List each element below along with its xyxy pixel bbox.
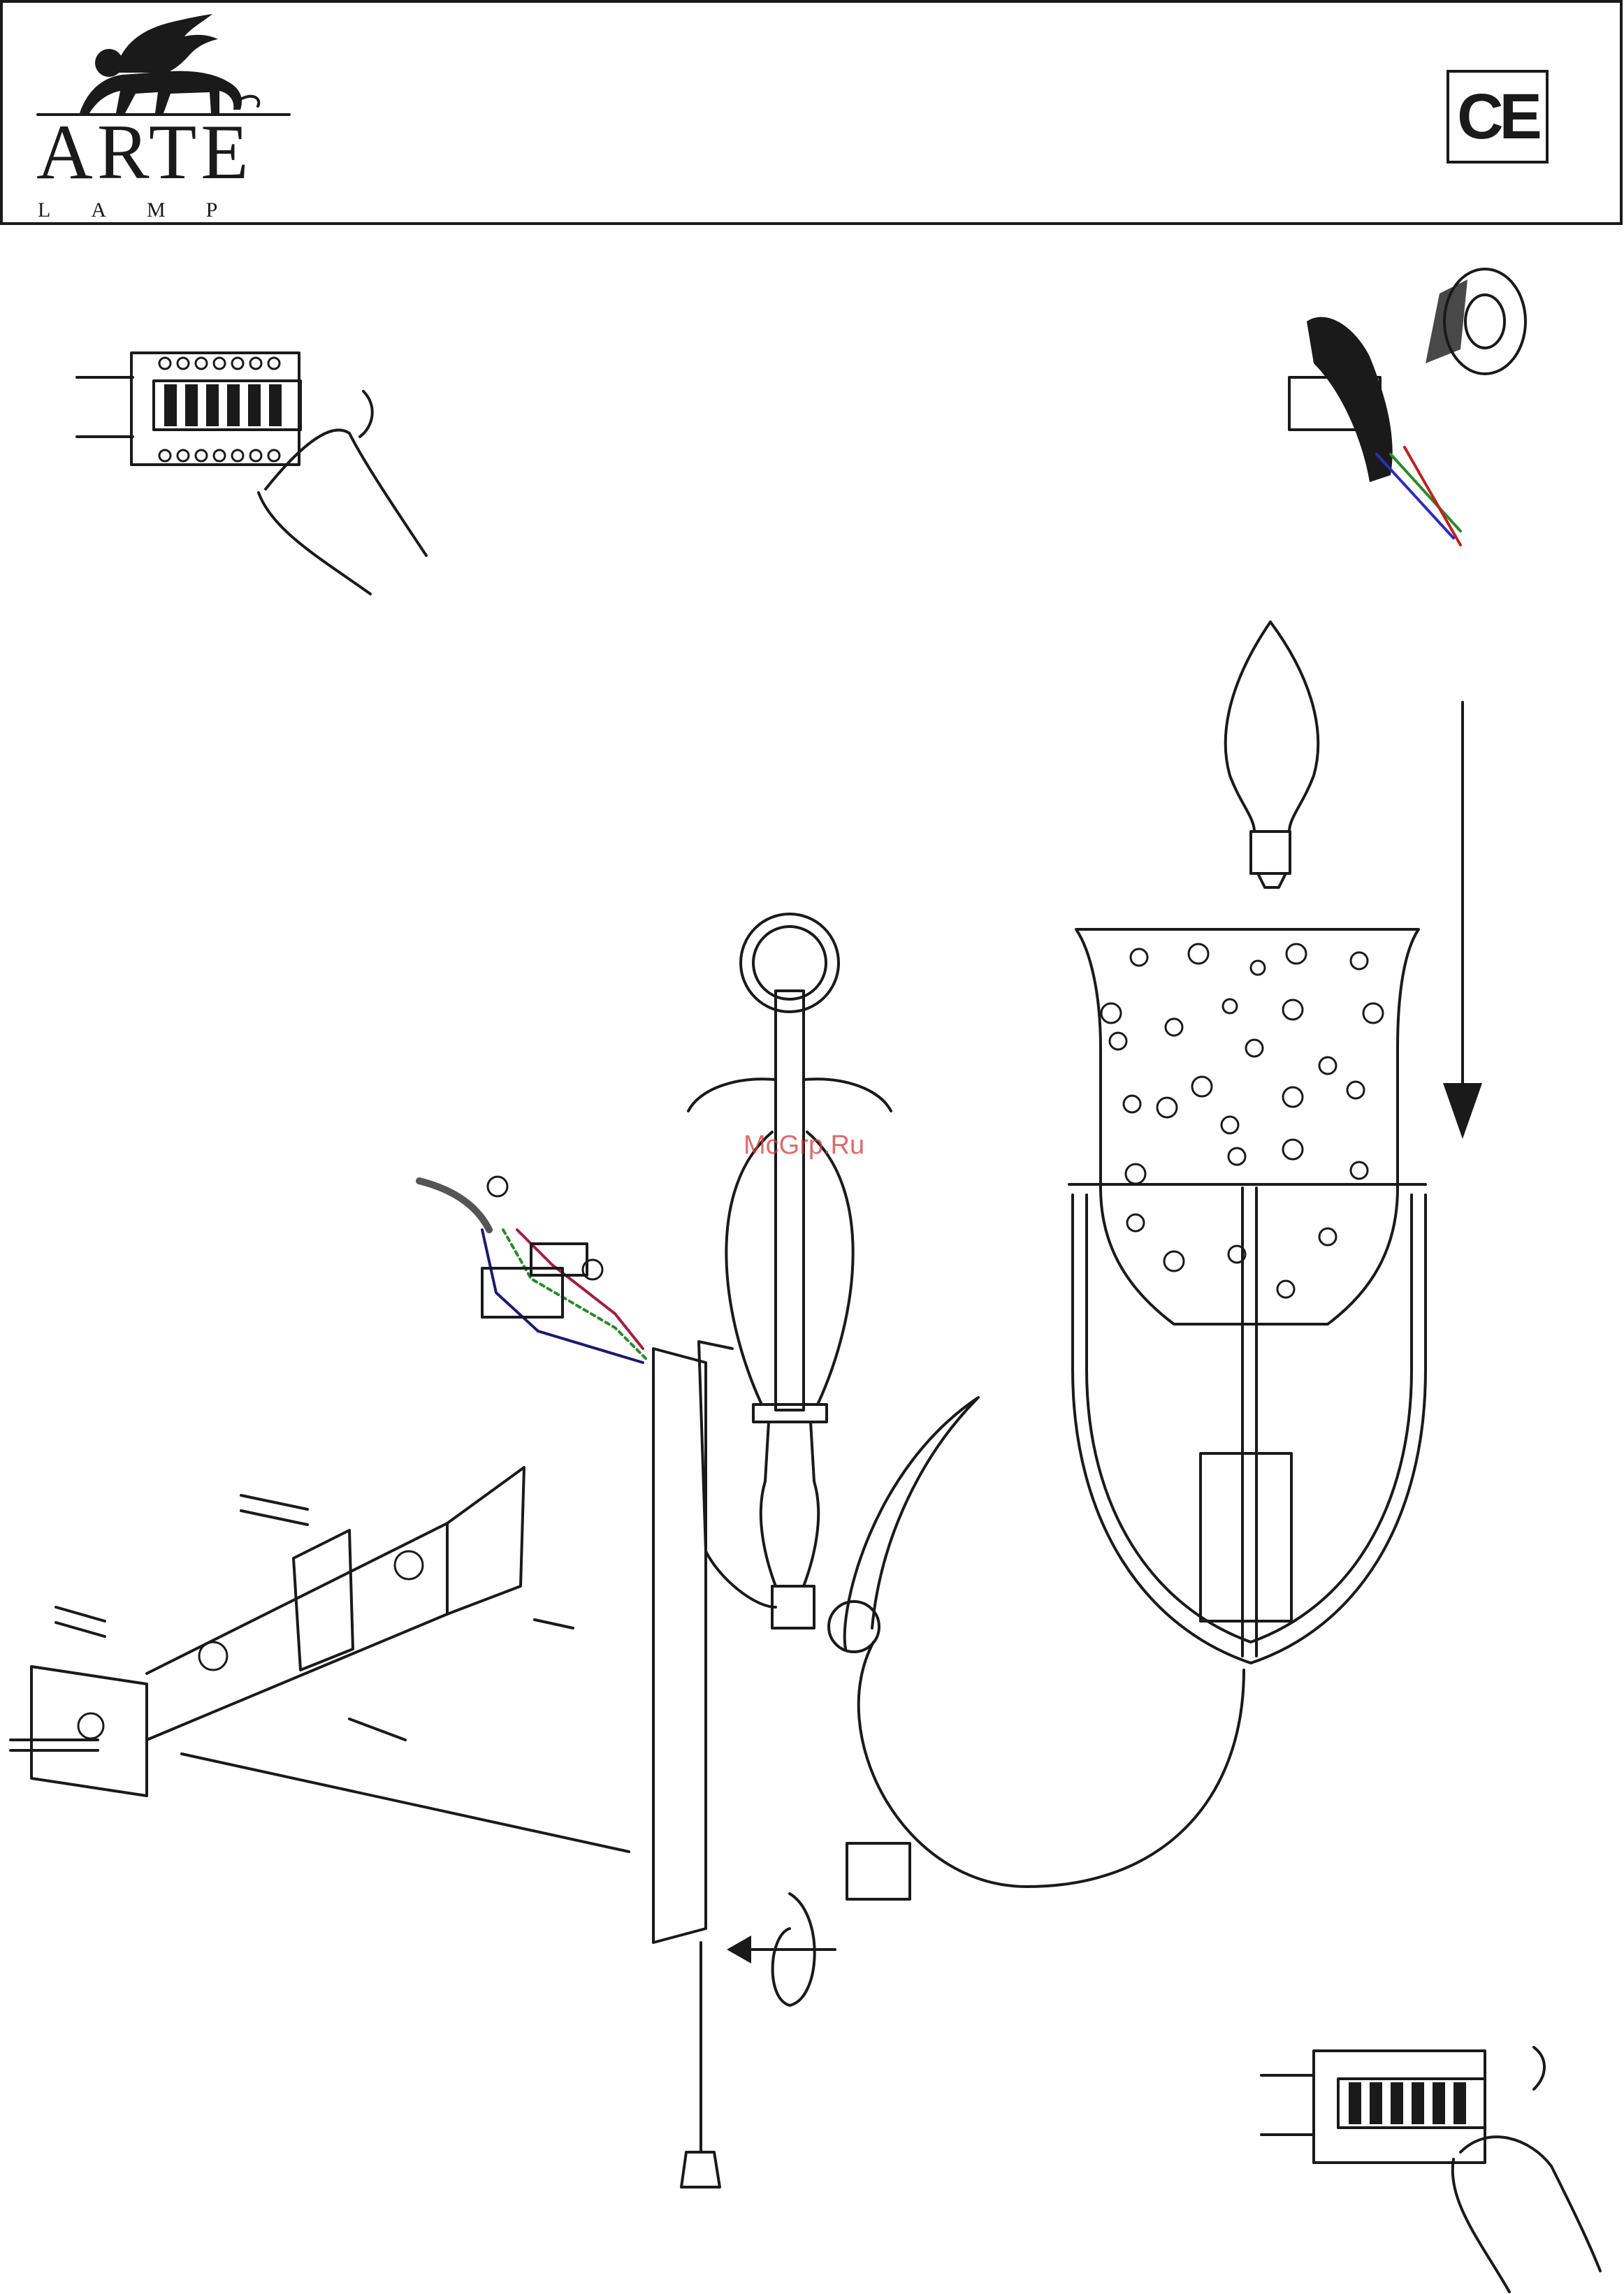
ground-symbol-icon (488, 1177, 602, 1279)
watermark: McGrp.Ru (744, 1131, 864, 1161)
circuit-breaker-on-icon (1261, 2047, 1600, 2292)
bulb-icon (1226, 622, 1319, 887)
shade-holder (1069, 1184, 1426, 1663)
electrical-tape-icon (1289, 269, 1525, 545)
mounting-bracket (10, 1467, 629, 1852)
rotate-icon (727, 1843, 910, 2005)
wall-lamp-body (653, 914, 1244, 2187)
down-arrow-icon (1443, 702, 1482, 1139)
glass-shade (1076, 929, 1419, 1324)
circuit-breaker-off-icon (77, 353, 426, 594)
wiring-terminal (419, 1177, 646, 1363)
